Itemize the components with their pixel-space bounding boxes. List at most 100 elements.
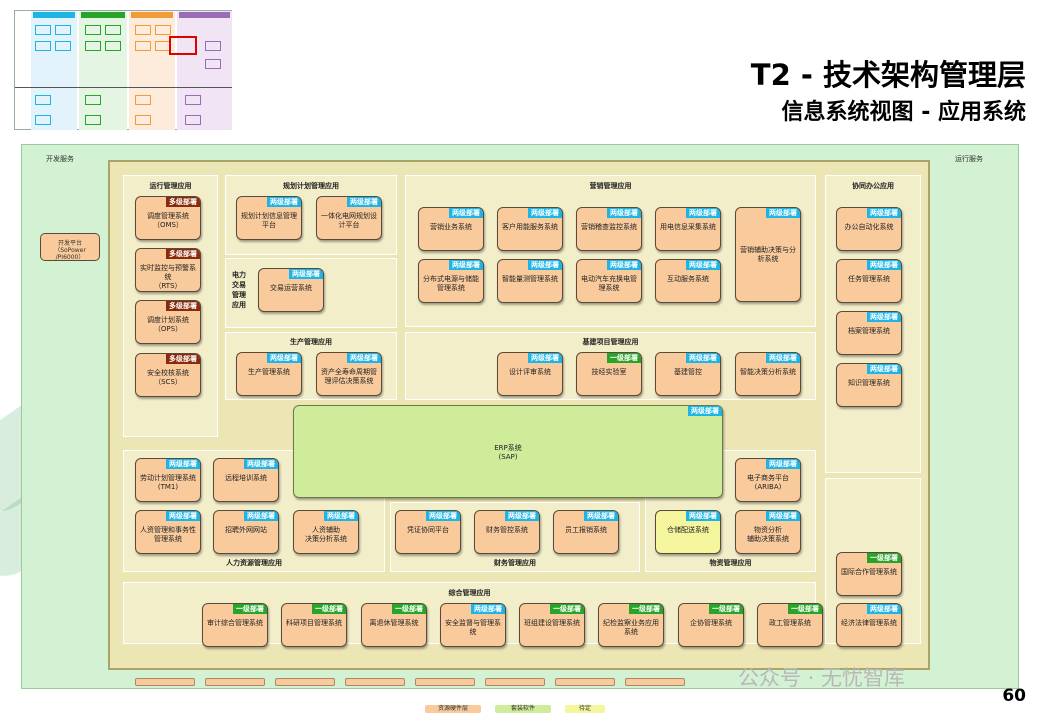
system-box-s36[interactable]: 两级部署仓储配送系统 <box>655 510 721 554</box>
deployment-tag: 两级部署 <box>686 260 720 270</box>
system-box-s13[interactable]: 两级部署智能量测管理系统 <box>497 259 563 303</box>
deployment-tag: 两级部署 <box>166 459 200 469</box>
system-label: 仓储配送系统 <box>667 526 709 534</box>
system-box-s37[interactable]: 两级部署物资分析 辅助决策系统 <box>735 510 801 554</box>
deployment-tag: 两级部署 <box>267 197 301 207</box>
system-box-s39[interactable]: 一级部署审计综合管理系统 <box>202 603 268 647</box>
deployment-tag: 两级部署 <box>505 511 539 521</box>
system-box-s21[interactable]: 两级部署生产管理系统 <box>236 352 302 396</box>
system-label: 交易运营系统 <box>270 284 312 292</box>
region-title-integrated: 综合管理应用 <box>448 589 491 597</box>
system-box-s47[interactable]: 两级部署经济法律管理系统 <box>836 603 902 647</box>
system-box-s5[interactable]: 两级部署规划计划信息管理 平台 <box>236 196 302 240</box>
system-box-s25[interactable]: 两级部署基建管控 <box>655 352 721 396</box>
system-label: 物资分析 辅助决策系统 <box>747 526 789 543</box>
deployment-tag: 两级部署 <box>607 208 641 218</box>
system-label: 分布式电源与储能 管理系统 <box>423 275 479 292</box>
system-box-s32[interactable]: 两级部署凭证协同平台 <box>395 510 461 554</box>
system-box-s19[interactable]: 两级部署知识管理系统 <box>836 363 902 407</box>
system-box-s34[interactable]: 两级部署员工报销系统 <box>553 510 619 554</box>
system-box-s35[interactable]: 两级部署电子商务平台 (ARIBA) <box>735 458 801 502</box>
system-box-s16[interactable]: 两级部署办公自动化系统 <box>836 207 902 251</box>
system-label: 调度计划系统 （OPS） <box>147 316 189 333</box>
system-box-s17[interactable]: 两级部署任务管理系统 <box>836 259 902 303</box>
system-label: 办公自动化系统 <box>844 223 894 231</box>
bottom-strip-block <box>345 678 405 686</box>
system-box-s44[interactable]: 一级部署纪检监察业务应用 系统 <box>598 603 664 647</box>
system-box-s4[interactable]: 多级部署安全校核系统 （SCS） <box>135 353 201 397</box>
deployment-tag: 两级部署 <box>528 260 562 270</box>
system-box-s43[interactable]: 一级部署班组建设管理系统 <box>519 603 585 647</box>
system-box-s40[interactable]: 一级部署科研项目管理系统 <box>281 603 347 647</box>
system-box-s3[interactable]: 多级部署调度计划系统 （OPS） <box>135 300 201 344</box>
deployment-tag: 两级部署 <box>867 604 901 614</box>
bottom-strip-block <box>625 678 685 686</box>
overview-thumbnail[interactable] <box>14 10 232 130</box>
system-label: 营销辅助决策与分 析系统 <box>740 246 796 263</box>
bottom-strip-block <box>275 678 335 686</box>
system-box-s38[interactable]: 一级部署国际合作管理系统 <box>836 552 902 596</box>
system-label: 知识管理系统 <box>848 379 890 387</box>
system-box-s9[interactable]: 两级部署营销稽查监控系统 <box>576 207 642 251</box>
system-box-s30[interactable]: 两级部署招聘外网网站 <box>213 510 279 554</box>
system-box-s15[interactable]: 两级部署互动服务系统 <box>655 259 721 303</box>
system-box-s28[interactable]: 两级部署远程培训系统 <box>213 458 279 502</box>
system-box-s46[interactable]: 一级部署政工管理系统 <box>757 603 823 647</box>
system-label: 国际合作管理系统 <box>841 568 897 576</box>
page-title: T2 - 技术架构管理层 <box>750 58 1026 92</box>
dev-platform-box[interactable]: 开发平台 （SoPower /PI6000） <box>40 233 100 261</box>
system-box-s26[interactable]: 两级部署智能决策分析系统 <box>735 352 801 396</box>
system-box-s23[interactable]: 两级部署设计评审系统 <box>497 352 563 396</box>
system-label: 企协管理系统 <box>690 619 732 627</box>
system-box-s22[interactable]: 两级部署资产全寿命周期管 理评估决策系统 <box>316 352 382 396</box>
system-box-s31[interactable]: 两级部署人资辅助 决策分析系统 <box>293 510 359 554</box>
system-box-s18[interactable]: 两级部署档案管理系统 <box>836 311 902 355</box>
system-label: 经济法律管理系统 <box>841 619 897 627</box>
system-box-s11[interactable]: 两级部署营销辅助决策与分 析系统 <box>735 207 801 302</box>
deployment-tag: 两级部署 <box>584 511 618 521</box>
system-box-s45[interactable]: 一级部署企协管理系统 <box>678 603 744 647</box>
system-box-s7[interactable]: 两级部署营销业务系统 <box>418 207 484 251</box>
deployment-tag: 一级部署 <box>607 353 641 363</box>
region-title-marketing: 营销管理应用 <box>589 182 632 190</box>
dev-platform-label: 开发平台 （SoPower /PI6000） <box>54 240 86 261</box>
page-number: 60 <box>1002 686 1026 706</box>
deployment-tag: 两级部署 <box>867 260 901 270</box>
deployment-tag: 一级部署 <box>312 604 346 614</box>
system-label: 一体化电网规划设 计平台 <box>321 212 377 229</box>
system-box-s2[interactable]: 多级部署实时监控与预警系统 （RTS） <box>135 248 201 292</box>
deployment-tag: 两级部署 <box>449 260 483 270</box>
system-box-s14[interactable]: 两级部署电动汽车充换电管 理系统 <box>576 259 642 303</box>
system-label: 人资管理和事务性 管理系统 <box>140 526 196 543</box>
system-box-s42[interactable]: 两级部署安全监督与管理系 统 <box>440 603 506 647</box>
deployment-tag: 两级部署 <box>766 459 800 469</box>
system-label: 安全监督与管理系 统 <box>445 619 501 636</box>
system-box-s24[interactable]: 一级部署技经实验室 <box>576 352 642 396</box>
system-box-s27[interactable]: 两级部署劳动计划管理系统 (TM1) <box>135 458 201 502</box>
system-box-s33[interactable]: 两级部署财务管控系统 <box>474 510 540 554</box>
deployment-tag: 两级部署 <box>867 208 901 218</box>
region-title-operation: 运行管理应用 <box>149 182 192 190</box>
legend-pending: 待定 <box>565 705 605 713</box>
system-box-s10[interactable]: 两级部署用电信息采集系统 <box>655 207 721 251</box>
system-label: 班组建设管理系统 <box>524 619 580 627</box>
system-box-s12[interactable]: 两级部署分布式电源与储能 管理系统 <box>418 259 484 303</box>
system-box-s29[interactable]: 两级部署人资管理和事务性 管理系统 <box>135 510 201 554</box>
system-label: 规划计划信息管理 平台 <box>241 212 297 229</box>
system-box-s6[interactable]: 两级部署一体化电网规划设 计平台 <box>316 196 382 240</box>
deployment-tag: 两级部署 <box>244 459 278 469</box>
system-label: 基建管控 <box>674 368 702 376</box>
deployment-tag: 两级部署 <box>867 312 901 322</box>
system-box-s8[interactable]: 两级部署客户用能服务系统 <box>497 207 563 251</box>
deployment-tag: 一级部署 <box>788 604 822 614</box>
system-label: 智能量测管理系统 <box>502 275 558 283</box>
deployment-tag: 两级部署 <box>324 511 358 521</box>
system-box-s20[interactable]: 两级部署交易运营系统 <box>258 268 324 312</box>
deployment-tag: 一级部署 <box>392 604 426 614</box>
system-label: 政工管理系统 <box>769 619 811 627</box>
erp-system-box[interactable]: 两级部署 ERP系统 (SAP) <box>293 405 723 498</box>
system-box-s1[interactable]: 多级部署调度管理系统 （OMS） <box>135 196 201 240</box>
system-box-s41[interactable]: 一级部署离退休管理系统 <box>361 603 427 647</box>
bottom-strip-block <box>135 678 195 686</box>
deployment-tag: 两级部署 <box>289 269 323 279</box>
